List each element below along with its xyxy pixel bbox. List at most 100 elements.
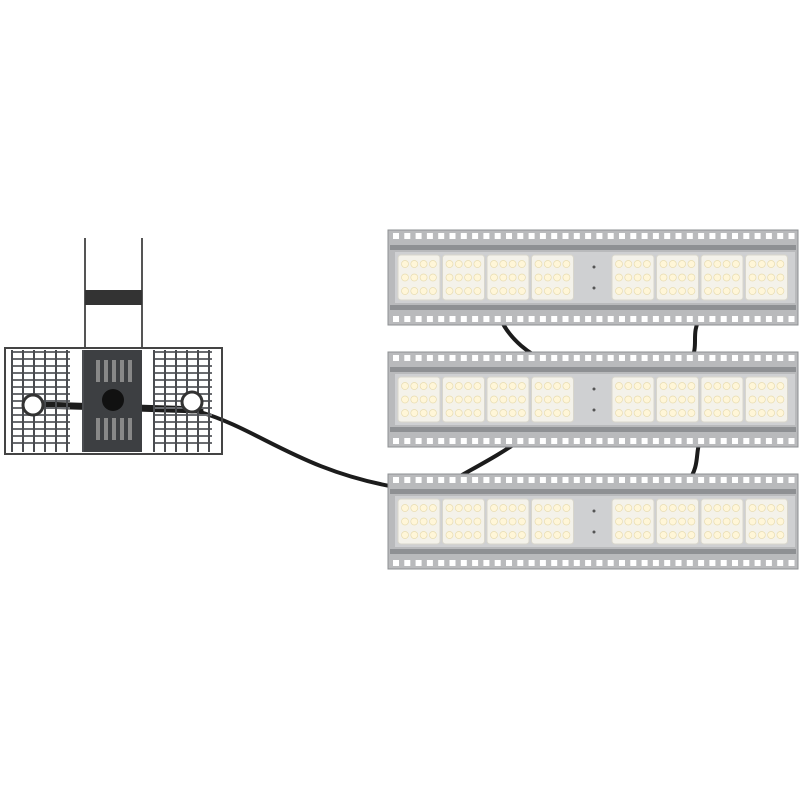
led-chip <box>543 287 552 295</box>
led-chip <box>643 273 651 282</box>
led-chip <box>499 273 508 282</box>
cooling-slot <box>585 438 592 444</box>
cooling-slot <box>506 233 512 239</box>
cooling-slot <box>641 560 648 566</box>
led-chip <box>776 517 785 526</box>
cooling-slot <box>675 477 682 483</box>
led-chip <box>429 287 437 295</box>
cooling-slot <box>517 355 524 361</box>
led-chip <box>419 395 428 404</box>
cooling-slot <box>460 355 467 361</box>
led-chip <box>562 287 571 295</box>
led-chip <box>713 260 722 268</box>
led-chip <box>633 382 642 390</box>
led-chip <box>508 395 517 404</box>
cooling-slot <box>777 233 784 239</box>
led-chip <box>643 409 651 417</box>
led-chip <box>633 395 642 404</box>
led-chip <box>508 273 517 282</box>
cooling-slot <box>506 316 512 322</box>
cooling-slot <box>483 316 490 322</box>
led-module-lens <box>656 254 699 301</box>
cooling-slot <box>528 560 535 566</box>
led-chip <box>534 382 543 390</box>
led-chip <box>757 273 766 282</box>
led-chip <box>615 260 623 268</box>
led-chip <box>562 504 571 512</box>
led-chip <box>419 287 428 295</box>
led-chip <box>429 531 437 539</box>
cooling-slot <box>641 355 648 361</box>
led-chip <box>615 273 623 282</box>
led-chip <box>624 409 633 417</box>
cooling-slot <box>675 438 682 444</box>
cooling-slot <box>506 438 512 444</box>
led-module-lens <box>745 254 788 301</box>
cooling-slot <box>720 316 727 322</box>
led-chip <box>624 287 633 295</box>
cooling-slot <box>528 316 535 322</box>
cooling-slot <box>472 233 479 239</box>
cooling-slot <box>607 355 614 361</box>
cooling-slot <box>754 355 761 361</box>
led-panel <box>387 351 799 448</box>
cooling-slot <box>494 560 501 566</box>
led-chip <box>401 273 409 282</box>
cooling-slot <box>426 233 433 239</box>
led-chip <box>687 395 696 404</box>
led-module <box>442 498 485 545</box>
led-chip <box>704 409 712 417</box>
cooling-slot <box>709 560 716 566</box>
screw <box>592 387 596 391</box>
cooling-slot <box>743 560 750 566</box>
led-chip <box>757 409 766 417</box>
led-chip <box>713 287 722 295</box>
led-chip <box>454 395 463 404</box>
led-module-lens <box>486 254 530 301</box>
cooling-slot <box>449 355 456 361</box>
cooling-slot <box>765 560 772 566</box>
led-chip <box>518 409 526 417</box>
cooling-slot <box>652 316 659 322</box>
cooling-slot <box>664 233 671 239</box>
led-chip <box>748 517 757 526</box>
led-chip <box>490 260 498 268</box>
cooling-slot <box>765 477 772 483</box>
cooling-slot <box>573 438 580 444</box>
cooling-slot <box>393 355 399 361</box>
cooling-slot <box>438 477 445 483</box>
cooling-slot <box>517 316 524 322</box>
led-chip <box>553 260 561 268</box>
cooling-slot <box>619 316 625 322</box>
led-module <box>397 254 441 301</box>
cooling-slot <box>585 316 592 322</box>
led-chip <box>454 382 463 390</box>
cooling-slot <box>404 316 411 322</box>
led-chip <box>518 273 526 282</box>
led-chip <box>748 504 757 512</box>
led-module-lens <box>656 376 699 423</box>
led-chip <box>615 504 623 512</box>
led-chip <box>464 504 472 512</box>
cooling-slot <box>449 233 456 239</box>
cooling-slot <box>788 438 795 444</box>
led-chip <box>508 287 517 295</box>
led-chip <box>776 382 785 390</box>
driver-section <box>11 350 70 452</box>
led-chip <box>490 409 498 417</box>
led-chip <box>534 409 543 417</box>
cooling-slot <box>732 560 738 566</box>
cooling-slot <box>664 560 671 566</box>
led-module <box>397 376 441 423</box>
cooling-slot <box>607 316 614 322</box>
led-chip <box>757 517 766 526</box>
cooling-slot <box>619 560 625 566</box>
led-chip <box>659 517 668 526</box>
cooling-slot <box>460 477 467 483</box>
led-panel <box>387 473 799 570</box>
led-chip <box>473 395 482 404</box>
led-module <box>442 376 485 423</box>
cooling-slot <box>652 560 659 566</box>
led-chip <box>518 395 526 404</box>
led-chip <box>757 382 766 390</box>
